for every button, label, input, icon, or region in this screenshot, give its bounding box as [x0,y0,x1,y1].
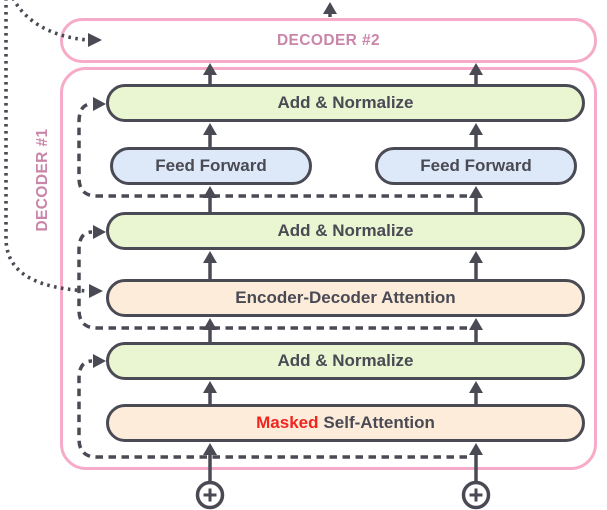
feed-forward-left-label: Feed Forward [155,156,267,175]
feed-forward-right-label: Feed Forward [420,156,532,175]
plus-circle-icon [195,480,225,510]
add-normalize-bottom-label: Add & Normalize [277,351,414,370]
encoder-decoder-attention-block: Encoder-Decoder Attention [106,279,585,317]
decoder2-label: DECODER #2 [276,31,381,49]
self-attention-label: Self-Attention [323,413,435,432]
decoder1-label: DECODER #1 [34,128,51,232]
decoder2-box: DECODER #2 [60,18,597,63]
decoder2-output-arrowhead [323,2,337,14]
plus-circle-icon [461,480,491,510]
masked-word-label: Masked [256,413,319,432]
add-normalize-middle-block: Add & Normalize [106,212,585,250]
add-normalize-top-block: Add & Normalize [106,84,585,122]
add-normalize-top-label: Add & Normalize [277,93,414,112]
encoder-decoder-attention-label: Encoder-Decoder Attention [235,288,456,307]
masked-self-attention-block: Masked Self-Attention [106,404,585,442]
add-normalize-middle-label: Add & Normalize [277,221,414,240]
add-normalize-bottom-block: Add & Normalize [106,342,585,380]
feed-forward-right-block: Feed Forward [375,147,577,185]
feed-forward-left-block: Feed Forward [110,147,312,185]
